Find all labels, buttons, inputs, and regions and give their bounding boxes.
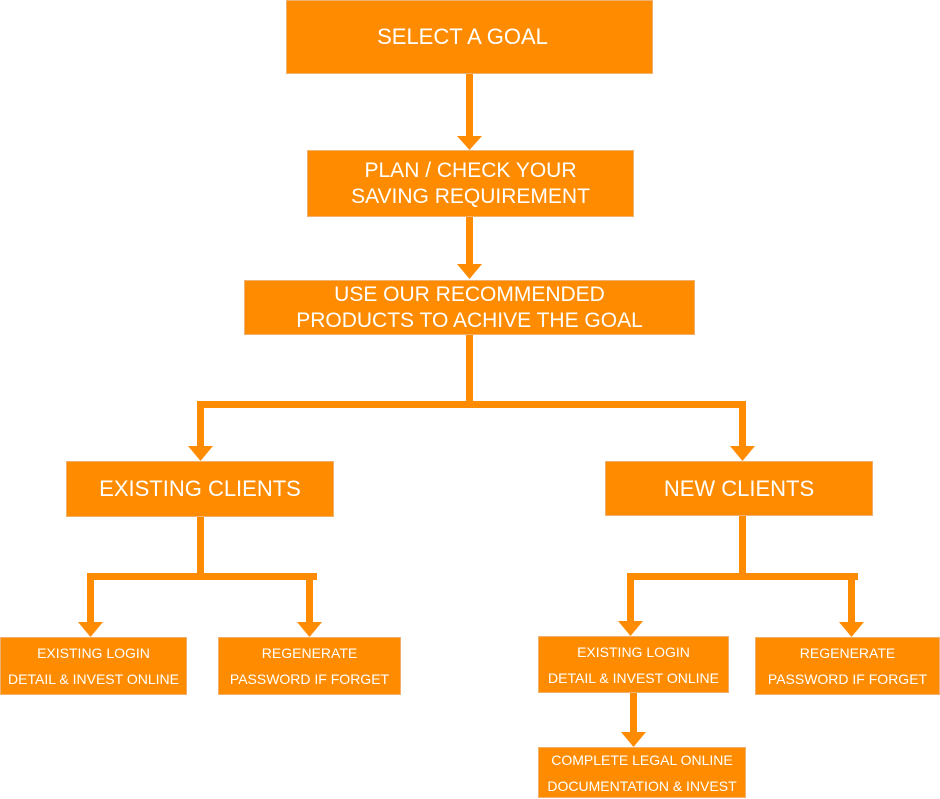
connector-branch-horizontal <box>197 401 746 408</box>
select-goal-box: SELECT A GOAL <box>286 0 653 74</box>
new-clients-box: NEW CLIENTS <box>605 461 873 516</box>
recommended-products-box: USE OUR RECOMMENDED PRODUCTS TO ACHIVE T… <box>244 280 695 335</box>
regenerate-line1: REGENERATE <box>799 645 896 661</box>
connector-new-left <box>627 573 634 622</box>
complete-legal-line2: DOCUMENTATION & INVEST <box>547 777 737 794</box>
recommended-products-line1: USE OUR RECOMMENDED <box>334 282 605 306</box>
connector-right-branch <box>739 401 746 447</box>
connector-existing-right <box>306 573 313 623</box>
connector-products-split <box>466 335 473 407</box>
regenerate-line1: REGENERATE <box>261 645 358 661</box>
arrowhead-plan <box>457 136 482 150</box>
connector-plan-products <box>466 217 473 265</box>
regenerate-line2: PASSWORD IF FORGET <box>767 671 928 687</box>
regenerate-password-box-existing-clients: REGENERATE PASSWORD IF FORGET <box>218 637 401 695</box>
existing-clients-box: EXISTING CLIENTS <box>66 461 334 517</box>
connector-existing-left <box>87 573 94 623</box>
existing-login-line2: DETAIL & INVEST ONLINE <box>548 669 719 686</box>
recommended-products-line2: PRODUCTS TO ACHIVE THE GOAL <box>296 308 643 332</box>
connector-left-branch <box>197 401 204 447</box>
arrowhead-existing-login-a <box>78 622 103 637</box>
regenerate-password-box-new-clients: REGENERATE PASSWORD IF FORGET <box>755 637 940 695</box>
connector-group <box>78 74 864 747</box>
connector-new-right <box>848 573 855 623</box>
select-goal-label: SELECT A GOAL <box>377 24 548 49</box>
arrowhead-existing-login-b <box>618 621 643 636</box>
arrowhead-products <box>457 264 482 279</box>
new-clients-label: NEW CLIENTS <box>663 475 815 501</box>
existing-login-line1: EXISTING LOGIN <box>37 645 150 661</box>
existing-login-box-existing-clients: EXISTING LOGIN DETAIL & INVEST ONLINE <box>0 637 187 695</box>
plan-saving-line1: PLAN / CHECK YOUR <box>364 158 577 182</box>
arrowhead-regenerate-b <box>839 622 864 637</box>
existing-login-box-new-clients: EXISTING LOGIN DETAIL & INVEST ONLINE <box>538 636 729 693</box>
arrowhead-regenerate-a <box>297 622 322 637</box>
arrowhead-existing-clients <box>188 446 213 461</box>
plan-saving-box: PLAN / CHECK YOUR SAVING REQUIREMENT <box>307 150 634 217</box>
arrowhead-new-clients <box>730 446 755 461</box>
connector-goal-plan <box>466 74 473 136</box>
connector-new-horizontal <box>627 573 858 580</box>
connector-existing-down <box>197 517 204 579</box>
connector-existing-horizontal <box>87 573 317 580</box>
plan-saving-line2: SAVING REQUIREMENT <box>351 184 590 208</box>
existing-login-line1: EXISTING LOGIN <box>577 643 690 660</box>
regenerate-line2: PASSWORD IF FORGET <box>229 671 390 687</box>
complete-legal-line1: COMPLETE LEGAL ONLINE <box>551 751 733 768</box>
existing-clients-label: EXISTING CLIENTS <box>99 476 301 501</box>
arrowhead-complete-legal <box>621 732 646 747</box>
existing-login-line2: DETAIL & INVEST ONLINE <box>8 671 179 687</box>
connector-login-complete <box>630 693 637 733</box>
connector-new-down <box>739 516 746 579</box>
complete-legal-box: COMPLETE LEGAL ONLINE DOCUMENTATION & IN… <box>538 747 746 798</box>
